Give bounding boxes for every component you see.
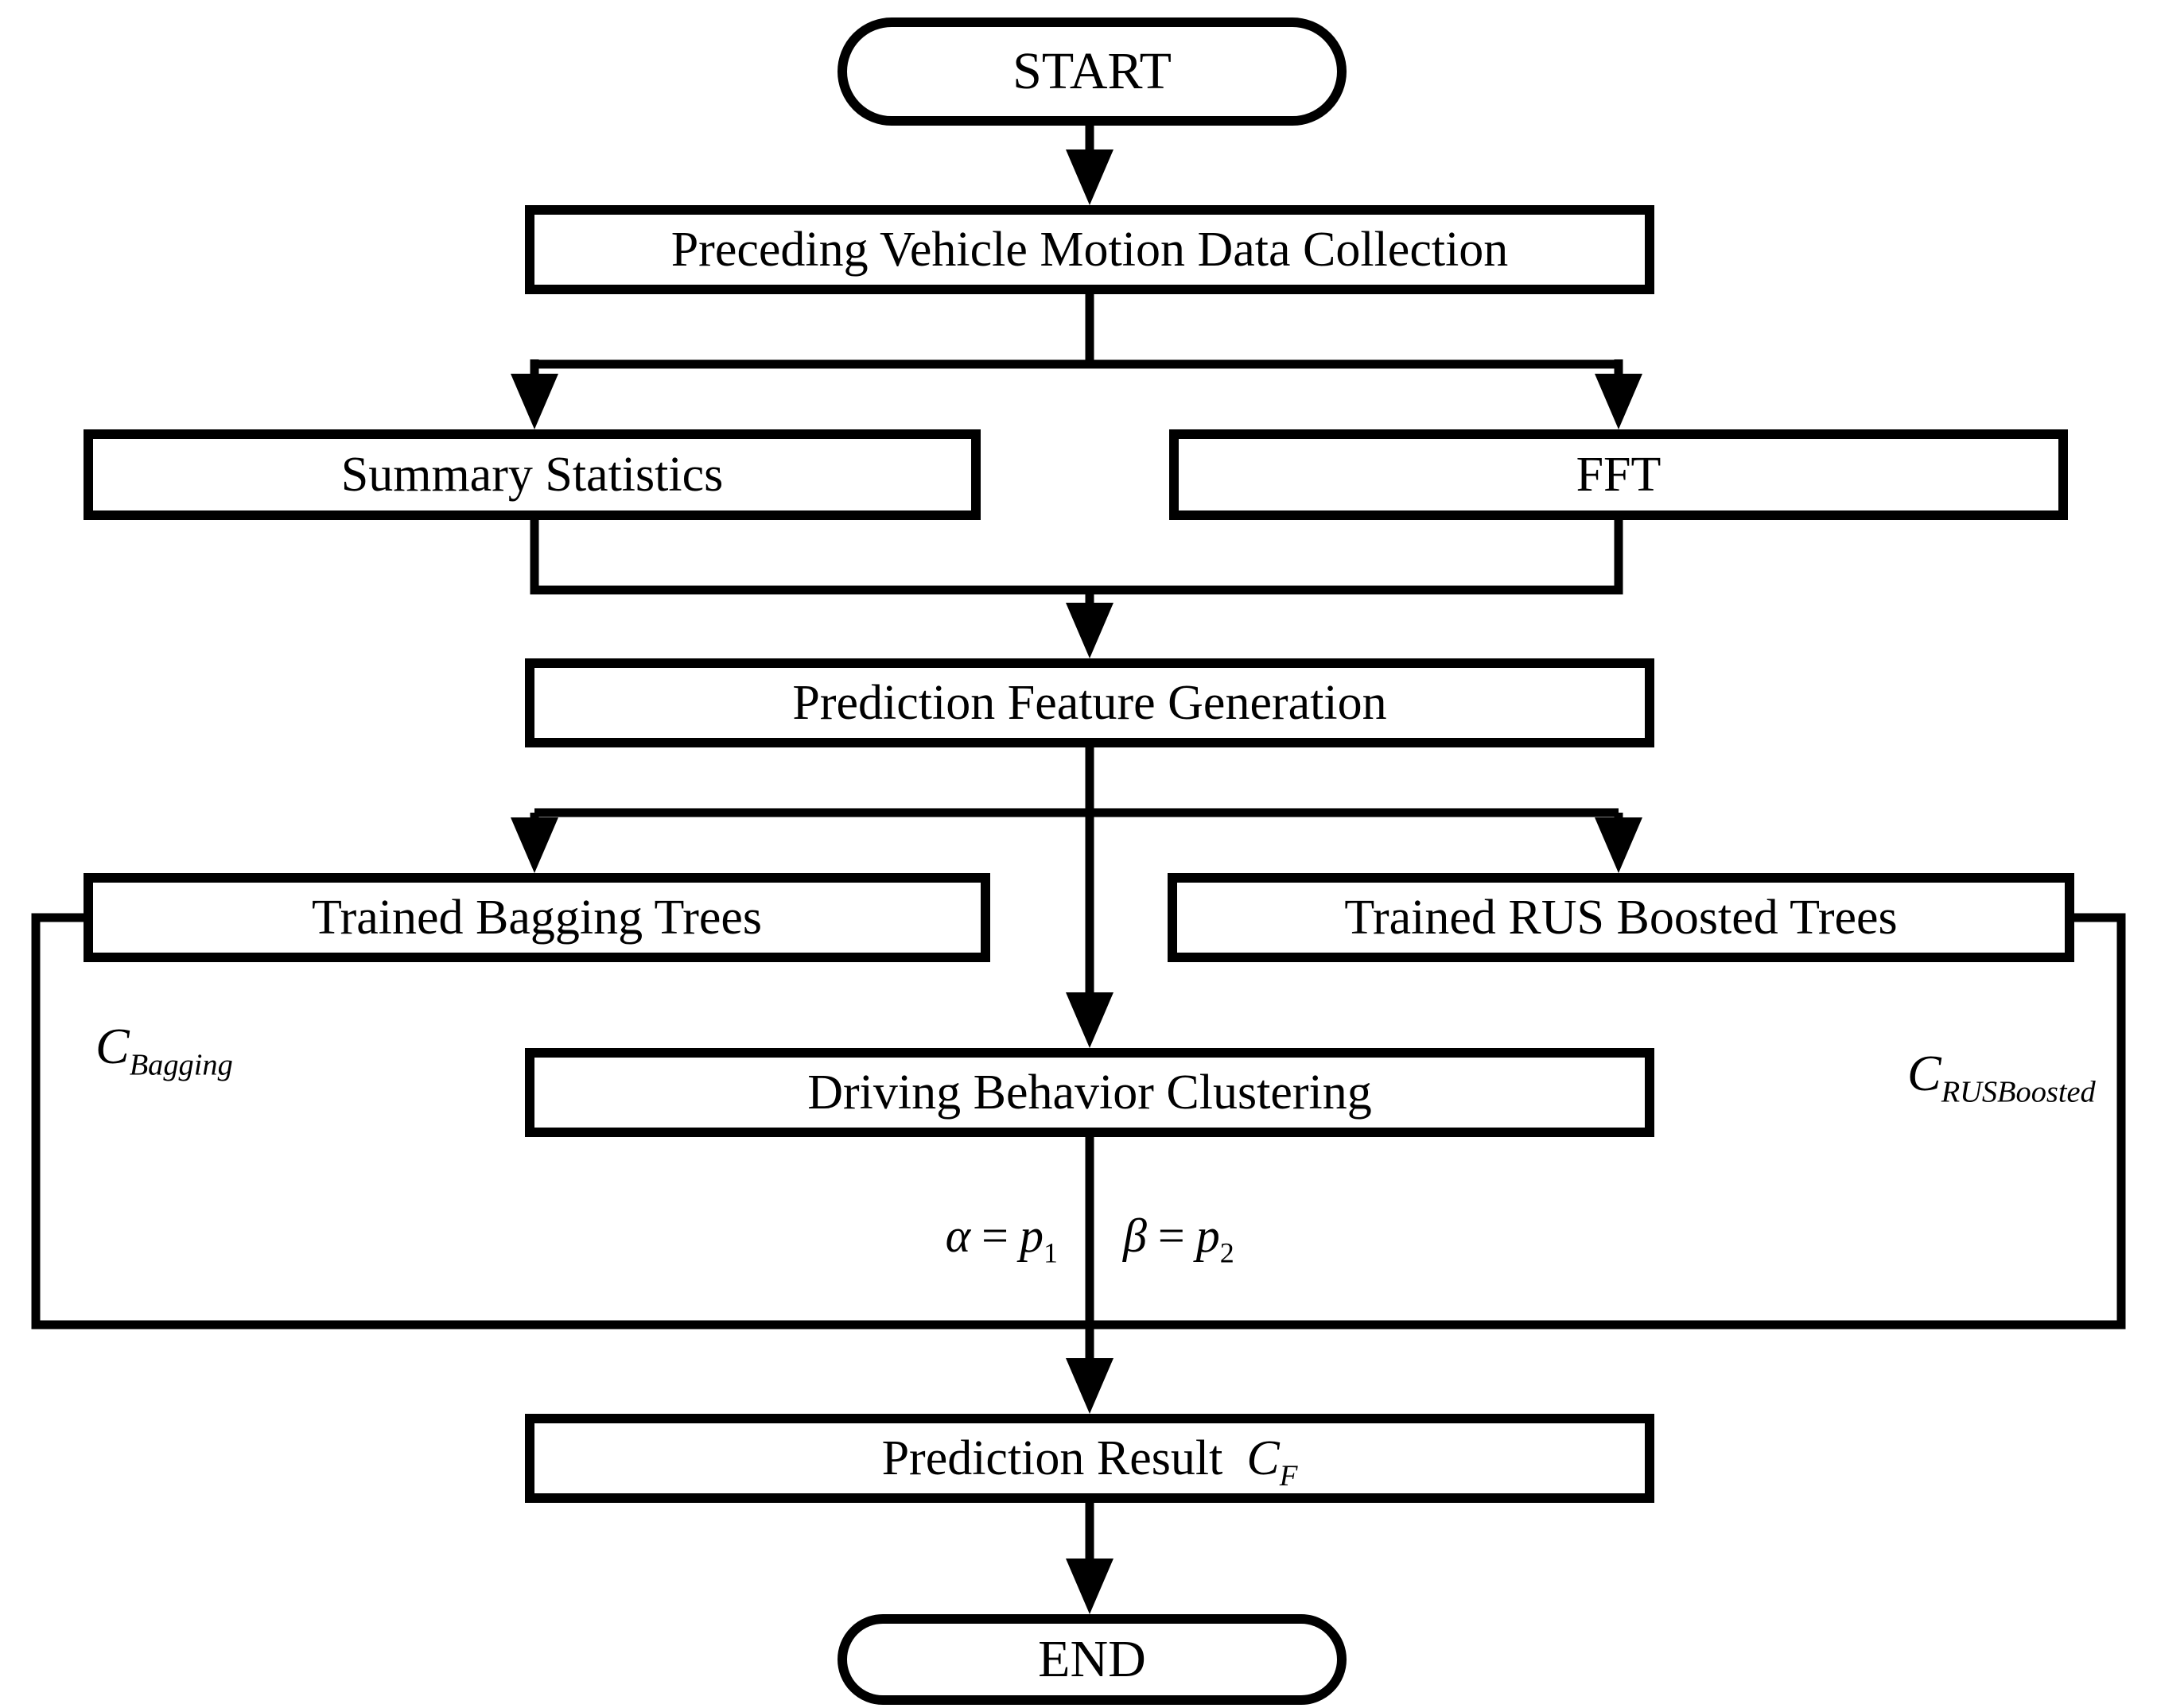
- arrowhead-collection: [1066, 149, 1113, 205]
- node-fft-label: FFT: [1576, 447, 1661, 502]
- node-behavior-clustering: Driving Behavior Clustering: [525, 1048, 1654, 1137]
- node-summary-statistics-label: Summary Statistics: [340, 447, 724, 502]
- node-feature-generation: Prediction Feature Generation: [525, 658, 1654, 747]
- node-start: START: [838, 17, 1347, 126]
- c-rusboosted-base: C: [1907, 1045, 1941, 1101]
- node-feature-generation-label: Prediction Feature Generation: [792, 675, 1387, 730]
- c-rusboosted-subscript: RUSBoosted: [1941, 1075, 2096, 1109]
- beta-equals: =: [1157, 1209, 1185, 1262]
- arrowhead-end: [1066, 1559, 1113, 1614]
- node-summary-statistics: Summary Statistics: [84, 429, 981, 520]
- arrowhead-fft: [1595, 374, 1642, 429]
- alpha-equals: =: [981, 1209, 1009, 1262]
- node-behavior-clustering-label: Driving Behavior Clustering: [807, 1065, 1372, 1120]
- c-bagging-subscript: Bagging: [129, 1048, 233, 1082]
- label-beta-assignment: β=p2: [1123, 1209, 1234, 1267]
- final-output-symbol: CF: [1246, 1430, 1297, 1491]
- node-rus-boosted-trees-label: Trained RUS Boosted Trees: [1344, 890, 1898, 945]
- c-bagging-base: C: [95, 1018, 130, 1074]
- node-prediction-result-label: Prediction Result: [881, 1430, 1223, 1485]
- node-bagging-trees: Trained Bagging Trees: [84, 873, 990, 962]
- node-data-collection: Preceding Vehicle Motion Data Collection: [525, 205, 1654, 294]
- node-end: END: [838, 1614, 1347, 1705]
- alpha-variable: p: [1020, 1209, 1044, 1262]
- edge-side-rails: [31, 913, 2126, 1330]
- node-prediction-result: Prediction Result CF: [525, 1414, 1654, 1503]
- label-alpha-assignment: α=p1: [851, 1209, 1058, 1267]
- node-bagging-trees-label: Trained Bagging Trees: [311, 890, 763, 945]
- arrowhead-summary: [511, 374, 558, 429]
- edge-merge-featgen: [530, 517, 1623, 595]
- node-end-label: END: [1038, 1630, 1146, 1688]
- arrowhead-bagging: [511, 817, 558, 873]
- final-output-base: C: [1246, 1430, 1280, 1485]
- beta-subscript: 2: [1219, 1236, 1234, 1269]
- arrowhead-rusboost: [1595, 817, 1642, 873]
- beta-symbol: β: [1123, 1209, 1147, 1262]
- node-fft: FFT: [1169, 429, 2068, 520]
- alpha-subscript: 1: [1044, 1236, 1058, 1269]
- node-data-collection-label: Preceding Vehicle Motion Data Collection: [670, 222, 1509, 277]
- arrowhead-clustering: [1066, 992, 1113, 1048]
- arrowhead-featgen: [1066, 603, 1113, 658]
- final-output-subscript: F: [1279, 1459, 1298, 1493]
- label-c-bagging: CBagging: [95, 1018, 233, 1081]
- label-c-rusboosted: CRUSBoosted: [1907, 1045, 2096, 1108]
- arrowhead-result: [1066, 1358, 1113, 1414]
- beta-variable: p: [1195, 1209, 1220, 1262]
- node-start-label: START: [1012, 42, 1172, 100]
- node-rus-boosted-trees: Trained RUS Boosted Trees: [1168, 873, 2074, 962]
- alpha-symbol: α: [945, 1209, 971, 1262]
